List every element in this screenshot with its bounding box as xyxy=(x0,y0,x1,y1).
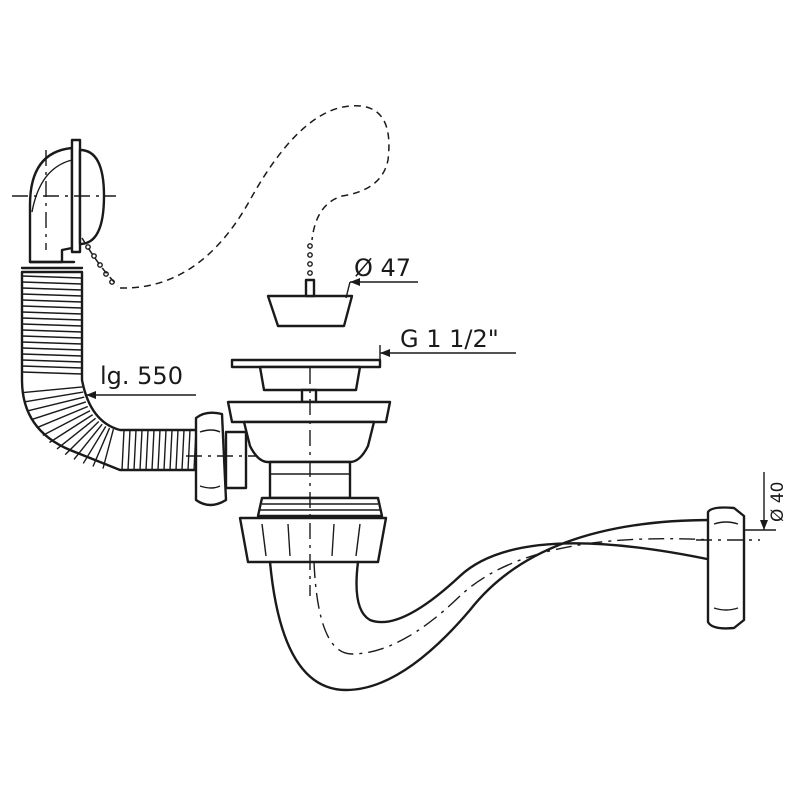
hose-rib xyxy=(21,347,83,351)
hose-rib xyxy=(145,429,149,471)
hose-rib xyxy=(24,391,84,403)
overflow-chain xyxy=(81,237,119,287)
hose-rib xyxy=(21,293,83,297)
strainer-body xyxy=(226,358,392,518)
hose-rib xyxy=(21,299,83,303)
hose-rib xyxy=(21,353,83,357)
outlet-diameter-label: Ø 40 xyxy=(768,482,788,522)
union-nut xyxy=(238,516,388,564)
hose-rib xyxy=(169,429,173,471)
hose-rib xyxy=(133,429,137,471)
hose-rib xyxy=(139,429,143,471)
overflow-head xyxy=(12,138,116,264)
hose-rib xyxy=(42,410,91,437)
hose-rib xyxy=(82,425,107,464)
plug-diameter-label: Ø 47 xyxy=(354,254,411,282)
chain-path-dashed xyxy=(119,105,390,289)
hose-rib xyxy=(157,429,161,471)
hose-rib xyxy=(21,335,83,339)
trap-pipe xyxy=(268,518,714,692)
hose-rib xyxy=(21,371,83,375)
hose-rib xyxy=(181,429,185,471)
hose-rib xyxy=(22,386,83,394)
dim-thread: G 1 1/2" xyxy=(379,325,516,362)
dim-hose-length: lg. 550 xyxy=(86,362,196,399)
hose-rib xyxy=(21,281,83,285)
hose-rib xyxy=(102,429,115,469)
hose-rib xyxy=(21,287,83,291)
corrugated-hose xyxy=(20,260,207,472)
hose-rib xyxy=(21,317,83,321)
plug xyxy=(266,243,354,328)
hose-rib xyxy=(21,329,83,333)
hose-rib xyxy=(49,414,94,444)
hose-rib xyxy=(175,429,179,471)
hose-rib xyxy=(21,275,83,279)
outlet-nut xyxy=(696,506,760,630)
hose-rib xyxy=(21,341,83,345)
hose-rib xyxy=(187,429,191,471)
hose-rib xyxy=(64,420,100,456)
hose-rib xyxy=(56,417,97,450)
hose-rib xyxy=(21,323,83,327)
hose-rib xyxy=(31,401,87,421)
hose-rib xyxy=(92,427,111,467)
hose-rib xyxy=(21,359,83,363)
hose-rib xyxy=(21,311,83,315)
hose-rib xyxy=(151,429,155,471)
dim-outlet-diameter: Ø 40 xyxy=(744,472,788,531)
hose-rib xyxy=(121,429,125,471)
hose-length-label: lg. 550 xyxy=(100,362,183,390)
thread-size-label: G 1 1/2" xyxy=(400,325,499,353)
hose-rib xyxy=(21,305,83,309)
hose-rib xyxy=(73,423,103,460)
hose-rib xyxy=(21,365,83,369)
dim-plug-diameter: Ø 47 xyxy=(345,254,418,299)
hose-rib xyxy=(163,429,167,471)
hose-connector-nut xyxy=(186,411,300,507)
hose-rib xyxy=(36,405,89,429)
hose-rib xyxy=(127,429,131,471)
hose-rib xyxy=(27,396,85,412)
